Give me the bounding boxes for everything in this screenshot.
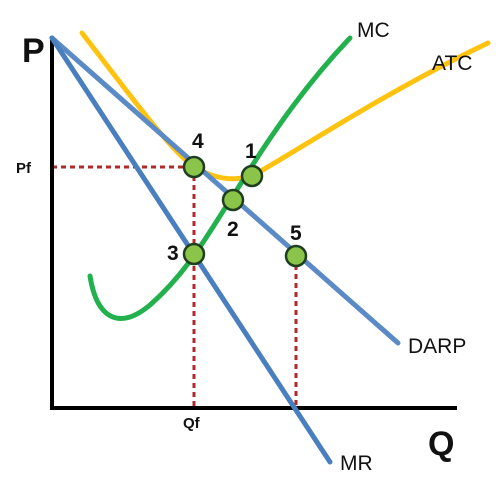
point-4-label: 4: [192, 130, 204, 153]
darp-curve: [49, 35, 401, 346]
pf-tick-label: Pf: [16, 160, 32, 177]
qf-tick-label: Qf: [183, 415, 201, 432]
mc-curve: [87, 35, 353, 321]
y-axis-label: P: [22, 32, 45, 70]
mr-label: MR: [340, 452, 373, 475]
point-2-label: 2: [227, 218, 239, 241]
point-4-marker: [182, 155, 206, 179]
point-3-marker: [182, 242, 206, 266]
mc-label: MC: [357, 19, 390, 42]
axes: [50, 36, 457, 410]
atc-label: ATC: [432, 52, 472, 75]
point-1-marker: [240, 164, 264, 188]
x-axis-label: Q: [428, 425, 454, 463]
point-1-label: 1: [245, 140, 257, 163]
point-5-label: 5: [290, 222, 302, 245]
point-2-marker: [221, 188, 245, 212]
darp-label: DARP: [408, 335, 466, 358]
atc-curve: [79, 30, 491, 182]
point-3-label: 3: [167, 242, 179, 265]
point-5-marker: [284, 244, 308, 268]
